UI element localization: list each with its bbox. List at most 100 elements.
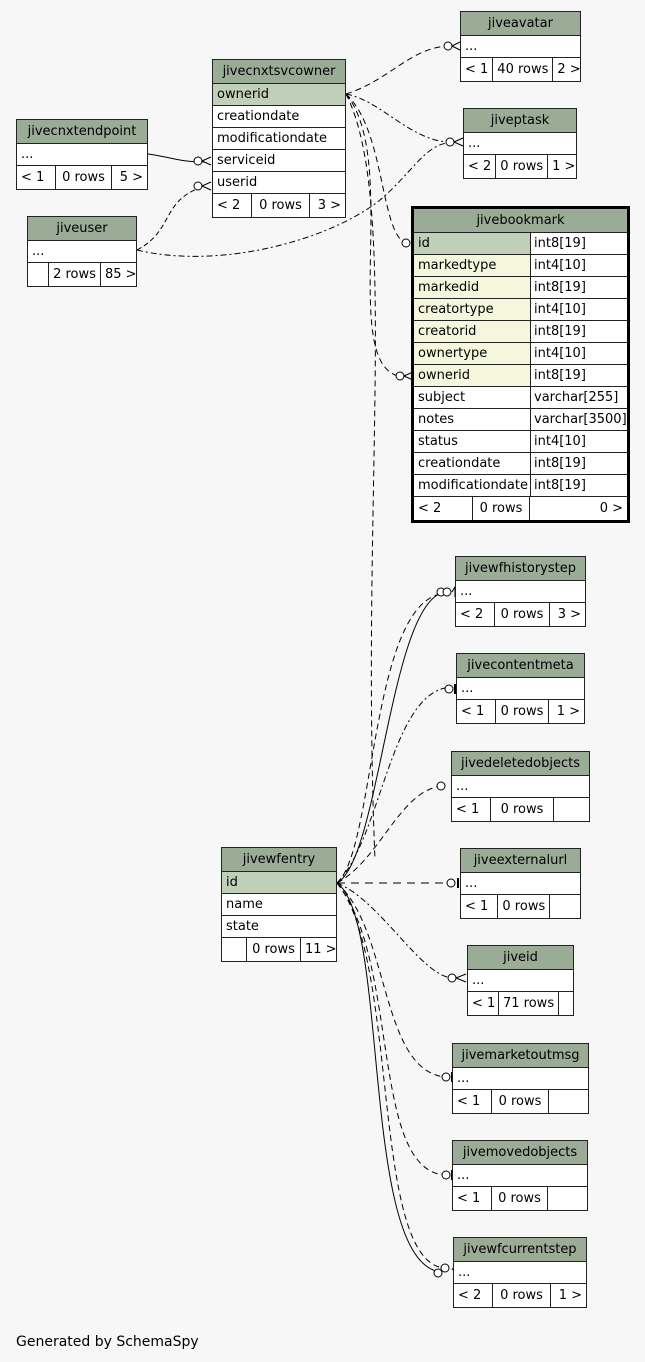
column-type: int8[19] [530,321,627,342]
row-count: 0 rows [491,1090,548,1113]
table-jivemovedobjects[interactable]: jivemovedobjects ... < 1 0 rows [452,1140,588,1211]
row-count: 0 rows [497,895,549,918]
table-footer: < 1 0 rows [452,798,589,821]
column-name: ... [21,147,34,162]
column-name: ownerid [217,87,270,102]
table-footer: 0 rows 11 > [222,938,337,961]
column-name: state [226,919,259,934]
column-name: modificationdate [418,478,528,493]
table-jivecnxtsvcowner[interactable]: jivecnxtsvcowner ownerid creationdate mo… [212,59,346,218]
table-jiveuser[interactable]: jiveuser ... 2 rows 85 > [27,216,137,287]
parents-count[interactable]: < 2 [468,159,492,174]
column-name: ... [458,1265,471,1280]
column-type: int8[19] [530,475,627,496]
generated-by-footer: Generated by SchemaSpy [16,1334,199,1350]
table-title: jiveptask [464,109,576,133]
parents-count[interactable]: < 1 [21,170,45,185]
table-jivecontentmeta[interactable]: jivecontentmeta ... < 1 0 rows 1 > [456,653,585,724]
table-title: jivecnxtsvcowner [213,60,345,84]
table-footer: < 1 0 rows [461,895,580,918]
table-title: jiveavatar [461,12,580,36]
column-type: int8[19] [530,365,627,386]
children-count[interactable]: 5 > [111,166,147,189]
children-count[interactable] [558,992,573,1015]
children-count[interactable]: 11 > [300,938,337,961]
edge-wfentry-marketoutmsg [336,882,446,1078]
column-type: int4[10] [530,431,627,452]
table-footer: < 1 0 rows [453,1090,588,1113]
parents-count[interactable]: < 2 [418,501,442,516]
parents-count[interactable]: < 2 [460,607,484,622]
children-count[interactable]: 1 > [550,1284,586,1307]
table-jivewfhistorystep[interactable]: jivewfhistorystep ... < 2 0 rows 3 > [455,556,586,627]
table-footer: < 2 0 rows 3 > [213,194,345,217]
row-count: 0 rows [492,1284,550,1307]
row-count: 2 rows [48,263,100,286]
table-jivewfcurrentstep[interactable]: jivewfcurrentstep ... < 2 0 rows 1 > [453,1237,587,1308]
column-type: int8[19] [530,453,627,474]
column-name: creationdate [418,456,501,471]
column-name: ... [457,1071,470,1086]
column-name: ... [465,39,478,54]
table-title: jivemarketoutmsg [453,1044,588,1068]
children-count[interactable]: 85 > [100,263,137,286]
edge-owner-wfentry [345,93,376,861]
edge-wfentry-deletedobjects [336,785,443,884]
parents-count[interactable] [28,263,48,286]
table-footer: < 2 0 rows 1 > [464,155,576,178]
parents-count[interactable]: < 2 [458,1288,482,1303]
children-count[interactable] [547,1187,587,1210]
children-count[interactable] [553,798,589,821]
table-title: jivewfentry [222,848,336,872]
column-type: varchar[255] [530,387,627,408]
table-jivemarketoutmsg[interactable]: jivemarketoutmsg ... < 1 0 rows [452,1043,589,1114]
parents-count[interactable]: < 1 [456,802,480,817]
column-name: markedtype [418,258,497,273]
table-jivecnxtendpoint[interactable]: jivecnxtendpoint ... < 1 0 rows 5 > [16,119,148,190]
children-count[interactable] [549,895,580,918]
column-name: modificationdate [217,131,327,146]
parents-count[interactable]: < 1 [457,1094,481,1109]
column-name: creationdate [217,109,300,124]
row-count: 0 rows [251,194,309,217]
table-jiveid[interactable]: jiveid ... < 1 71 rows [467,945,574,1016]
table-title: jivecnxtendpoint [17,120,147,144]
column-name: ... [457,1168,470,1183]
table-title: jivecontentmeta [457,654,584,678]
table-jivedeletedobjects[interactable]: jivedeletedobjects ... < 1 0 rows [451,751,590,822]
table-jivewfentry[interactable]: jivewfentry id name state 0 rows 11 > [221,847,337,962]
table-jiveavatar[interactable]: jiveavatar ... < 1 40 rows 2 > [460,11,581,82]
parents-count[interactable]: < 1 [465,62,489,77]
parents-count[interactable]: < 1 [472,996,496,1011]
row-count: 40 rows [492,58,552,81]
table-footer: < 2 0 rows 0 > [414,497,627,520]
parents-count[interactable]: < 1 [465,899,489,914]
table-title: jivewfhistorystep [456,557,585,581]
edge-wfentry-contentmeta [336,687,446,884]
row-count: 0 rows [494,603,549,626]
row-count: 0 rows [495,155,547,178]
table-footer: < 1 0 rows 5 > [17,166,147,189]
children-count[interactable]: 1 > [547,155,579,178]
row-count: 0 rows [490,798,553,821]
column-type: int8[19] [530,233,627,254]
parents-count[interactable]: < 2 [217,198,241,213]
table-jiveexternalurl[interactable]: jiveexternalurl ... < 1 0 rows [460,848,581,919]
parents-count[interactable]: < 1 [457,1191,481,1206]
children-count[interactable]: 1 > [548,700,584,723]
edge-wfentry-historystep-a [336,591,446,884]
children-count[interactable] [548,1090,588,1113]
column-type: int4[10] [530,299,627,320]
table-title: jivebookmark [414,209,627,233]
parents-count[interactable] [222,938,246,961]
column-name: ownertype [418,346,488,361]
table-jiveptask[interactable]: jiveptask ... < 2 0 rows 1 > [463,108,577,179]
children-count[interactable]: 3 > [549,603,585,626]
column-name: ... [468,136,481,151]
children-count[interactable]: 0 > [529,497,627,520]
children-count[interactable]: 3 > [309,194,345,217]
table-footer: < 2 0 rows 1 > [454,1284,586,1307]
children-count[interactable]: 2 > [552,58,584,81]
parents-count[interactable]: < 1 [461,704,485,719]
